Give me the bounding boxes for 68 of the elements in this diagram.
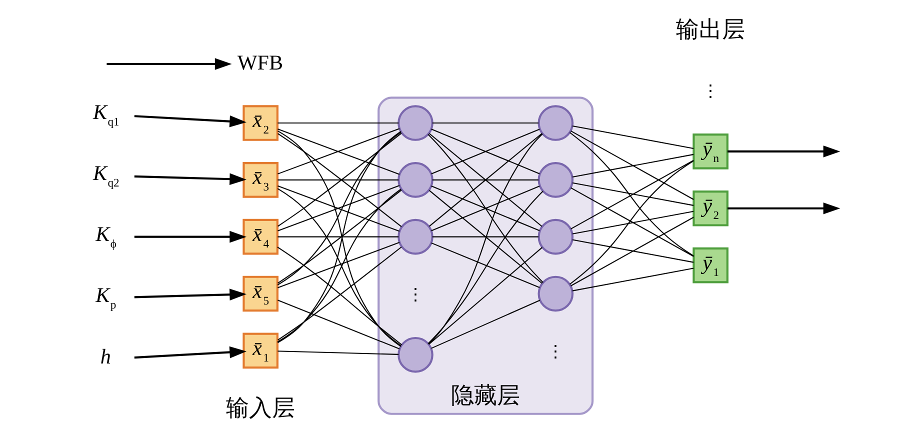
connector [572, 182, 694, 206]
arrow [134, 173, 246, 186]
connector [570, 216, 694, 286]
connector [427, 190, 543, 344]
connector [432, 179, 538, 180]
label: 输出层 [676, 17, 745, 44]
connector [568, 160, 694, 285]
connector [428, 134, 542, 344]
connector [430, 186, 540, 232]
connector [572, 210, 694, 234]
arrow [727, 146, 840, 158]
connector [572, 125, 694, 150]
connector [277, 300, 400, 350]
connector [430, 128, 540, 174]
connector [277, 236, 398, 238]
node-circle [537, 276, 574, 312]
node-circle [397, 218, 433, 255]
connector [428, 190, 542, 284]
connector [570, 160, 694, 230]
connector [428, 247, 542, 345]
connector [277, 122, 398, 124]
connector [570, 187, 694, 257]
node-box: ȳ$_{1}$ [692, 247, 728, 284]
node-circle [397, 105, 433, 141]
connector [432, 236, 538, 238]
connector [568, 132, 694, 256]
label: ⋮ [546, 342, 564, 361]
label: ⋮ [406, 284, 424, 304]
label: ⋮ [702, 81, 719, 100]
node-circle [537, 162, 574, 198]
arrow [134, 115, 246, 128]
node-box: ȳ$_{2}$ [692, 190, 728, 226]
node-text: K$_{q2}$ [92, 160, 119, 190]
node-box: x̄$_{1}$ [242, 332, 278, 369]
node-box: x̄$_{5}$ [242, 276, 278, 312]
arrow [727, 202, 840, 214]
connector [276, 132, 401, 286]
connector [432, 122, 538, 124]
node-circle [537, 218, 574, 255]
node-circle [397, 336, 433, 373]
node-box: x̄$_{4}$ [242, 218, 278, 255]
connector [427, 134, 543, 283]
connector [277, 350, 398, 355]
node-text: K$_{p}$ [95, 283, 116, 312]
arrow [134, 346, 246, 359]
node-text: K$_{ϕ}$ [95, 222, 116, 251]
node-circle [537, 105, 574, 141]
connector [430, 242, 540, 288]
connector [277, 179, 398, 180]
connector [572, 239, 694, 263]
connector [572, 268, 694, 292]
connector [277, 242, 400, 288]
node-text: h [100, 344, 110, 368]
node-circle [397, 162, 433, 198]
label: 输入层 [226, 396, 295, 422]
connector [277, 190, 402, 284]
node-box: x̄$_{3}$ [242, 162, 278, 198]
node-box: ȳ$_{n}$ [692, 134, 728, 170]
arrow [106, 58, 232, 70]
connector [572, 154, 694, 178]
arrow [134, 288, 246, 300]
arrow [134, 230, 246, 243]
node-text: WFB [236, 50, 283, 74]
connector [428, 133, 542, 227]
node-text: K$_{q1}$ [92, 100, 119, 128]
node-box: x̄$_{2}$ [242, 105, 278, 141]
connector [570, 130, 694, 200]
connector [430, 300, 540, 349]
